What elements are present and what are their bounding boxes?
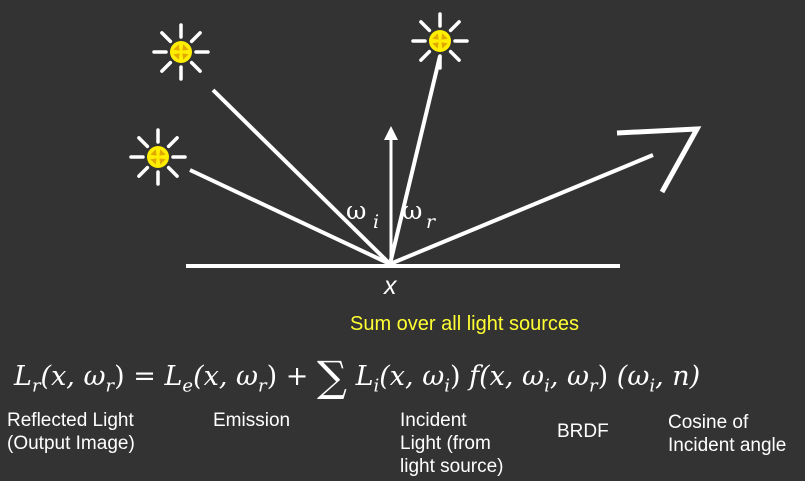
sun-core-mark [432, 42, 439, 49]
caption-brdf: BRDF [557, 420, 609, 443]
omega-r-subscript: r [426, 211, 436, 233]
caption-brdf-line1: BRDF [557, 421, 609, 442]
omega-i-subscript: i [373, 211, 380, 233]
eq-f-args: (x, ω [479, 361, 545, 392]
sun-core [170, 41, 192, 63]
eq-li-args: (x, ω [379, 361, 445, 392]
eq-cos-open: (ω [616, 361, 650, 392]
rendering-equation: Lr(x, ωr) = Le(x, ωr) + ∑ Li(x, ωi) f(x,… [14, 352, 700, 401]
eq-equals: = [133, 361, 156, 392]
eq-lr-sub: r [31, 375, 41, 397]
sun-ray [166, 136, 179, 149]
eq-lr-symbol: L [14, 361, 32, 392]
caption-incident-line3: light source) [400, 456, 504, 477]
sun-icon [129, 128, 187, 186]
caption-emission: Emission [213, 409, 290, 432]
sun-ray [419, 49, 432, 62]
incident-ray-3 [388, 55, 442, 265]
sun-core-mark [173, 53, 180, 60]
sun-core-mark [150, 149, 157, 156]
sun-core-mark [432, 33, 439, 40]
caption-cosine-line1: Cosine of [668, 412, 749, 433]
caption-cosine-line2: Incident angle [668, 435, 787, 456]
eq-lr-args: (x, ω [40, 361, 106, 392]
caption-incident: Incident Light (from light source) [400, 409, 504, 478]
sum-note: Sum over all light sources [350, 313, 579, 335]
eq-f-close: ) [597, 361, 609, 392]
omega-i-label: ω [346, 196, 366, 225]
sun-ray [166, 165, 179, 178]
omega-i-symbol: ω [346, 196, 367, 225]
sun-ray [137, 165, 150, 178]
sun-ray [189, 31, 202, 44]
sun-core-mark [441, 33, 448, 40]
caption-reflected-line1: Reflected Light [7, 410, 134, 431]
sun-ray [137, 136, 150, 149]
incident-ray-1 [211, 88, 392, 266]
eye-icon [616, 126, 702, 194]
eq-f-mid: , ω [549, 361, 590, 392]
incident-ray-2 [189, 168, 391, 266]
sun-core-mark [159, 158, 166, 165]
sun-core-mark [182, 44, 189, 51]
sun-ray [160, 31, 173, 44]
sun-ray [448, 49, 461, 62]
caption-reflected: Reflected Light (Output Image) [7, 409, 135, 455]
eq-lr-close: ) [114, 361, 125, 392]
sun-icon [152, 23, 210, 81]
sun-core-mark [441, 42, 448, 49]
eq-le-sub: e [182, 375, 194, 397]
eq-sum: ∑ [316, 352, 347, 401]
sun-core-mark [182, 53, 189, 60]
eq-cos-rest: , n) [655, 361, 701, 392]
eq-li-close: ) [449, 361, 461, 392]
caption-incident-line2: Light (from [400, 433, 491, 454]
sun-ray [189, 60, 202, 73]
caption-incident-line1: Incident [400, 410, 467, 431]
point-x-label: x [384, 272, 397, 300]
eq-plus: + [285, 361, 309, 392]
sun-icon [411, 12, 469, 70]
eq-le-args: (x, ω [193, 361, 259, 392]
sun-core [429, 30, 451, 52]
caption-emission-line1: Emission [213, 410, 291, 431]
omega-r-label: ω [402, 196, 422, 225]
caption-reflected-line2: (Output Image) [7, 433, 135, 454]
eq-li-sub: i [373, 375, 380, 397]
eq-f-symbol: f [469, 361, 480, 392]
sun-ray [160, 60, 173, 73]
arrow-up-icon [384, 126, 398, 264]
eq-le-symbol: L [164, 361, 183, 392]
eq-f-sub1: i [544, 375, 550, 397]
sun-core-mark [159, 149, 166, 156]
eq-le-args-sub: r [258, 375, 267, 397]
omega-r-symbol: ω [402, 196, 423, 225]
eq-cos-sub: i [649, 375, 656, 397]
eq-le-close: ) [266, 361, 278, 392]
sun-core-mark [173, 44, 180, 51]
sun-core [147, 146, 169, 168]
reflected-ray [389, 153, 654, 266]
caption-cosine: Cosine of Incident angle [668, 411, 786, 457]
eq-f-sub2: r [589, 375, 598, 397]
sun-ray [448, 20, 461, 33]
eq-lr-args-sub: r [105, 375, 115, 397]
sun-core-mark [150, 158, 157, 165]
eq-li-args-sub: i [444, 375, 450, 397]
sun-ray [419, 20, 432, 33]
eq-li-symbol: L [355, 361, 374, 392]
